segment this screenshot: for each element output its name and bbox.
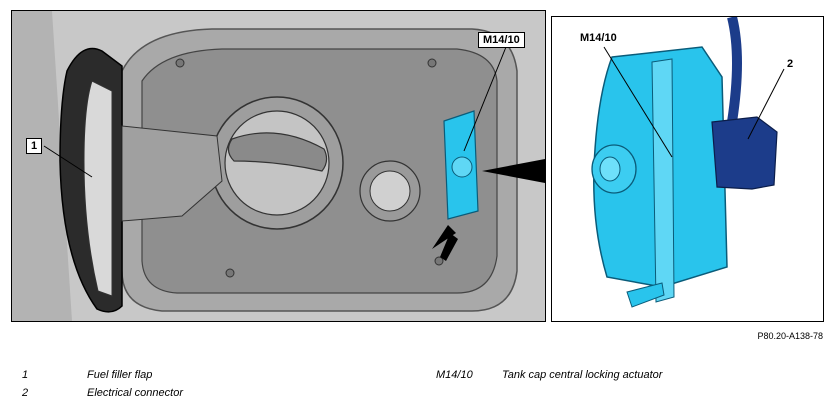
callout-actuator-detail: M14/10 [580,32,617,44]
legend-text: Electrical connector [87,387,183,399]
actuator-detail-drawing [591,17,785,308]
legend-text: Fuel filler flap [87,369,153,381]
body-panel-edge [12,11,72,321]
secondary-filler-cap [369,170,411,212]
figure-reference: P80.20-A138-78 [757,331,823,341]
actuator-flange [651,58,675,303]
actuator-pin [451,156,473,178]
callout-connector: 2 [787,58,794,70]
actuator-tab [626,282,665,308]
legend-key: 1 [22,369,29,381]
legend-key: 2 [22,387,29,399]
callout-fuel-flap: 1 [26,138,43,154]
callout-actuator-main: M14/10 [478,32,525,48]
electrical-connector [711,116,778,190]
leader-line [463,46,507,152]
flap-hinge-arm [121,125,223,222]
flap-inner-face [83,80,113,297]
screw-icon [427,58,437,68]
tank-cap-handle [227,132,328,172]
screw-icon [434,256,444,266]
leader-line [603,46,673,158]
fuel-filler-illustration: 1 M14/10 [11,10,546,322]
leader-line [43,145,93,178]
legend-text: Tank cap central locking actuator [502,369,663,381]
connector-cable [727,17,742,123]
fuel-filler-drawing [12,11,545,321]
screw-icon [175,58,185,68]
detail-zoom-wedge [482,159,545,183]
screw-icon [225,268,235,278]
legend-key: M14/10 [436,369,473,381]
actuator-detail-illustration: M14/10 2 [551,16,824,322]
arrow-pointer-icon [432,225,458,261]
actuator-pin-tip [599,156,621,182]
leader-line [747,68,785,140]
